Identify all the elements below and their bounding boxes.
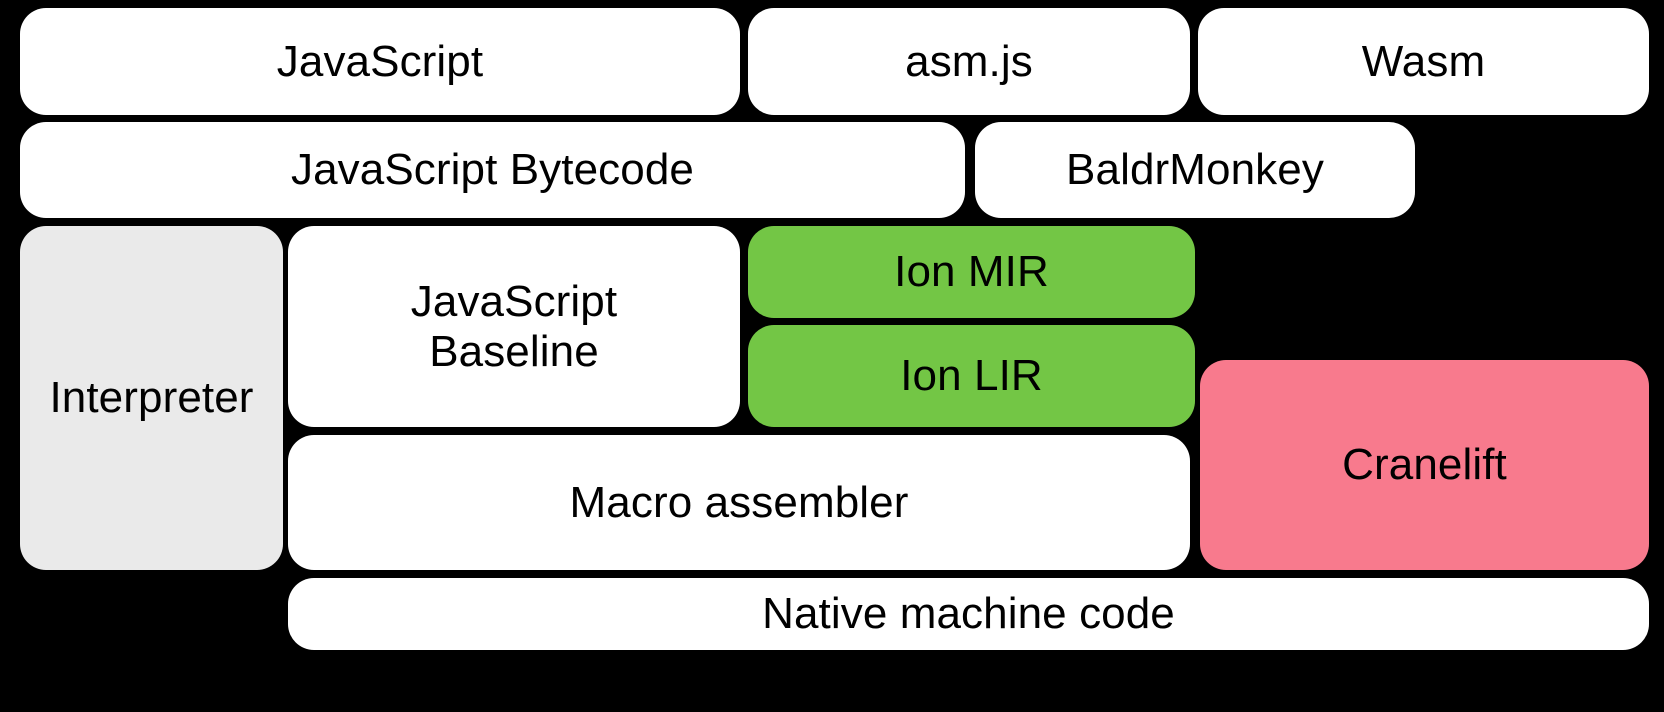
node-interpreter: Interpreter [20, 226, 283, 570]
node-wasm: Wasm [1198, 8, 1649, 115]
node-ion-lir: Ion LIR [748, 325, 1195, 427]
node-macro-assembler: Macro assembler [288, 435, 1190, 570]
node-javascript: JavaScript [20, 8, 740, 115]
node-ion-mir: Ion MIR [748, 226, 1195, 318]
node-javascript-baseline: JavaScript Baseline [288, 226, 740, 427]
node-asm-js: asm.js [748, 8, 1190, 115]
node-javascript-bytecode: JavaScript Bytecode [20, 122, 965, 218]
node-native-machine-code: Native machine code [288, 578, 1649, 650]
node-baldrmonkey: BaldrMonkey [975, 122, 1415, 218]
node-cranelift: Cranelift [1200, 360, 1649, 570]
